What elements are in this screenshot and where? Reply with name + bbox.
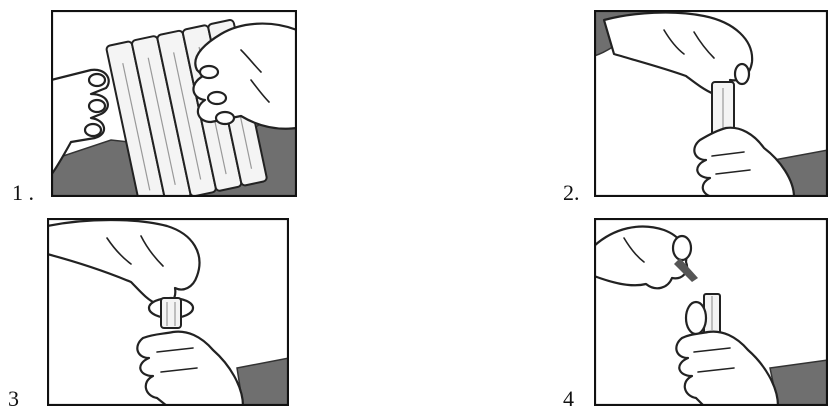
cap-removed-drawing	[594, 218, 828, 406]
remove-cap-drawing	[47, 218, 289, 406]
step-4-label: 4	[563, 386, 574, 411]
step-2-label: 2.	[563, 180, 580, 205]
step-3-illustration	[47, 218, 289, 406]
step-3-label: 3	[8, 386, 19, 411]
twist-cap-drawing	[594, 10, 828, 197]
tubes-strip-separation-drawing	[51, 10, 297, 197]
step-1-illustration	[51, 10, 297, 197]
step-2-illustration	[594, 10, 828, 197]
step-1-label: 1 .	[12, 180, 34, 205]
step-4-illustration	[594, 218, 828, 406]
